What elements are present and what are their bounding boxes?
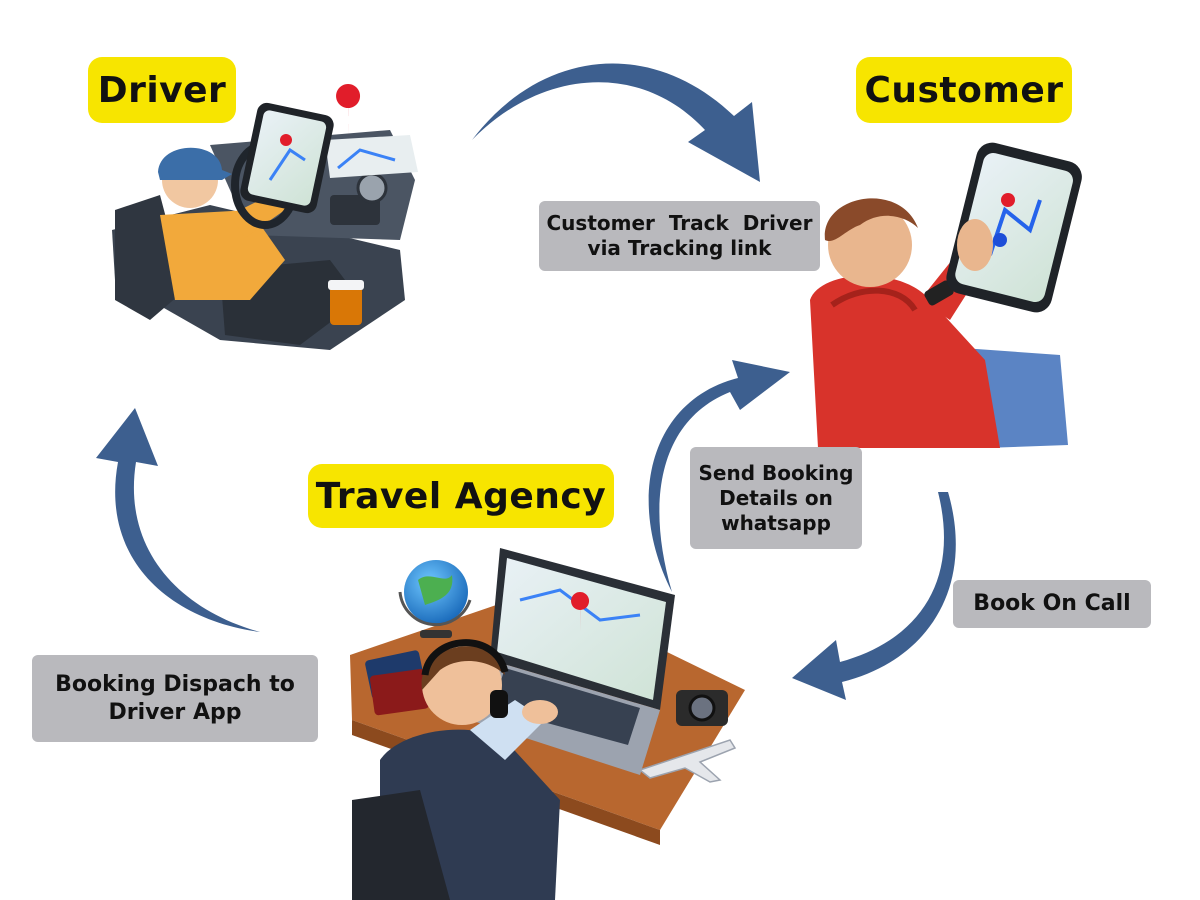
flow-label-whatsapp-line1: Send Booking — [698, 460, 854, 485]
arrow-customer-to-agency — [792, 492, 956, 700]
flow-label-whatsapp: Send Booking Details on whatsapp — [690, 447, 862, 549]
arrow-agency-to-customer — [648, 360, 790, 592]
flow-label-whatsapp-line3: whatsapp — [721, 510, 831, 535]
role-label-driver: Driver — [88, 57, 236, 123]
flow-label-tracking: Customer Track Driver via Tracking link — [539, 201, 820, 271]
role-label-agency: Travel Agency — [308, 464, 614, 528]
agency-illustration — [350, 548, 745, 900]
customer-illustration — [810, 142, 1082, 448]
flow-label-dispatch-line2: Driver App — [108, 699, 242, 725]
flow-label-tracking-line1: Customer Track Driver — [546, 211, 813, 235]
flow-label-dispatch-line1: Booking Dispach to — [55, 672, 295, 697]
flow-label-dispatch: Booking Dispach to Driver App — [32, 655, 318, 742]
arrow-driver-to-customer — [472, 63, 760, 183]
flow-label-whatsapp-line2: Details on — [719, 485, 833, 510]
flow-label-tracking-line2: via Tracking link — [587, 236, 772, 260]
flow-label-call: Book On Call — [953, 580, 1151, 628]
flow-label-call-line1: Book On Call — [973, 591, 1131, 617]
arrow-agency-to-driver — [96, 408, 260, 632]
driver-illustration — [112, 84, 418, 350]
role-label-customer: Customer — [856, 57, 1072, 123]
